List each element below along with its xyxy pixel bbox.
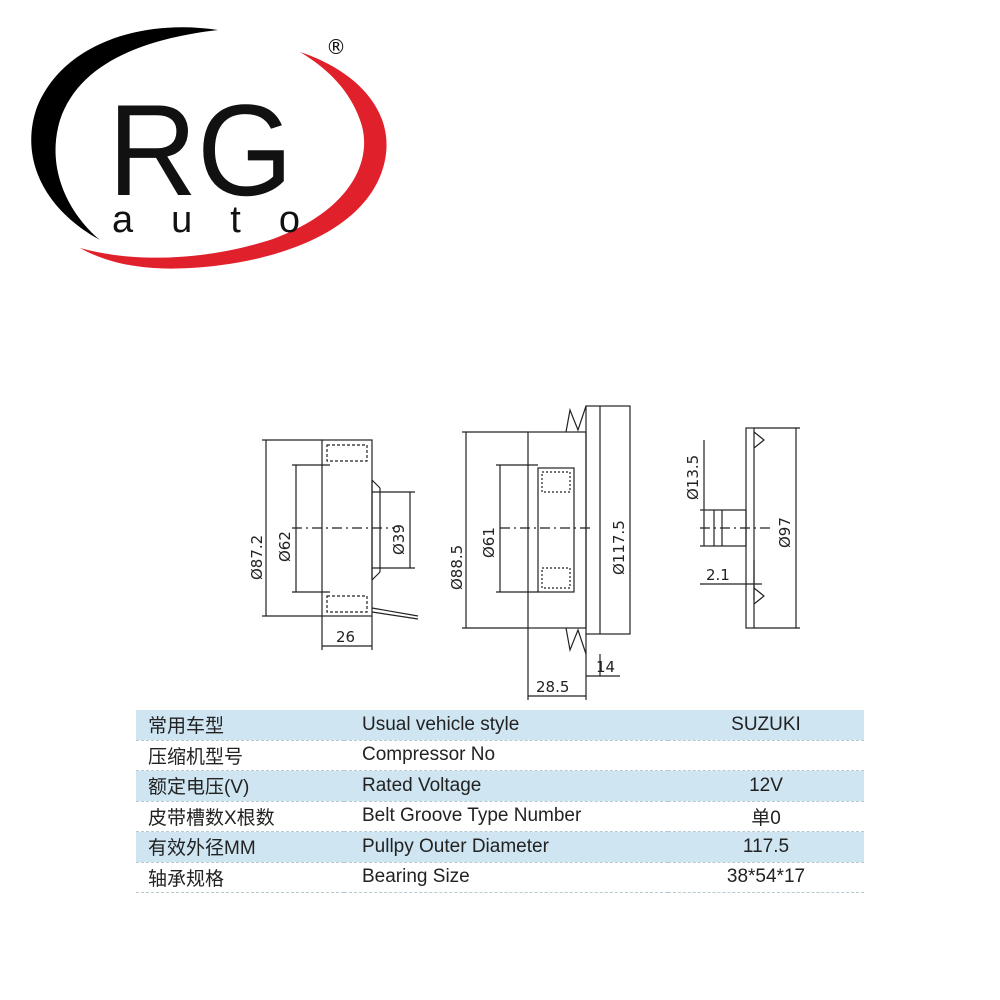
pulley-groove-bottom	[565, 627, 587, 655]
dim-pulley-width: 28.5	[536, 678, 569, 696]
row-label-en: Belt Groove Type Number	[344, 801, 668, 832]
rg-auto-logo: RG auto ®	[31, 27, 387, 269]
row-label-cn: 额定电压(V)	[136, 770, 344, 802]
pulley-hub	[527, 431, 587, 629]
row-label-en: Rated Voltage	[344, 770, 668, 802]
dim-pulley-mid-dia: Ø61	[480, 527, 498, 558]
table-row: 压缩机型号 Compressor No	[136, 740, 864, 771]
row-value: 38*54*17	[668, 862, 864, 893]
coil-winding-bottom	[326, 595, 368, 613]
row-label-cn: 皮带槽数X根数	[136, 801, 344, 832]
coil-wire	[371, 607, 419, 617]
dim-pulley-left-dia: Ø88.5	[448, 545, 466, 590]
table-row: 有效外径MM Pullpy Outer Diameter 117.5	[136, 831, 864, 863]
dim-coil-width: 26	[336, 628, 355, 646]
view-pulley: Ø88.5 Ø61 Ø117.5 14 28.5	[448, 405, 631, 700]
logo-black-swoosh	[31, 27, 219, 241]
registered-mark: ®	[326, 35, 346, 59]
dim-coil-outer-dia: Ø87.2	[248, 535, 266, 580]
table-row: 常用车型 Usual vehicle style SUZUKI	[136, 710, 864, 741]
coil-winding-top	[326, 444, 368, 462]
row-label-cn: 轴承规格	[136, 862, 344, 893]
row-label-en: Compressor No	[344, 740, 668, 771]
row-label-en: Bearing Size	[344, 862, 668, 893]
pulley-bearing	[537, 467, 575, 593]
dim-coil-mid-dia: Ø62	[276, 531, 294, 562]
plate-spring-bottom	[753, 587, 765, 605]
dim-pulley-outer-dia: Ø117.5	[610, 520, 628, 575]
pulley-rim	[585, 405, 631, 635]
row-value: 117.5	[668, 831, 864, 863]
spec-table: 常用车型 Usual vehicle style SUZUKI 压缩机型号 Co…	[136, 710, 864, 893]
row-value: 单0	[668, 801, 864, 832]
dim-coil-inner-dia: Ø39	[390, 524, 408, 555]
clutch-technical-drawing: Ø87.2 Ø62 Ø39 26 Ø88.5 Ø61 Ø117.5 14 28.…	[248, 405, 800, 700]
table-row: 额定电压(V) Rated Voltage 12V	[136, 770, 864, 802]
plate-spring-top	[753, 431, 765, 449]
bearing-balls-bottom	[541, 567, 571, 589]
view-armature-plate: Ø13.5 Ø97 2.1	[684, 427, 800, 629]
row-label-cn: 压缩机型号	[136, 740, 344, 771]
row-label-en: Pullpy Outer Diameter	[344, 831, 668, 863]
row-label-cn: 有效外径MM	[136, 831, 344, 863]
row-label-en: Usual vehicle style	[344, 710, 668, 741]
row-label-cn: 常用车型	[136, 710, 344, 741]
table-row: 皮带槽数X根数 Belt Groove Type Number 单0	[136, 801, 864, 832]
row-value	[668, 740, 864, 771]
dim-plate-dia: Ø97	[776, 517, 794, 548]
dim-pulley-step: 14	[596, 658, 615, 676]
table-row: 轴承规格 Bearing Size 38*54*17	[136, 862, 864, 893]
bearing-balls-top	[541, 471, 571, 493]
logo-rg-letters: RG	[108, 77, 293, 223]
view-coil: Ø87.2 Ø62 Ø39 26	[248, 439, 419, 650]
row-value: 12V	[668, 770, 864, 802]
pulley-groove-top	[565, 405, 587, 433]
row-value: SUZUKI	[668, 710, 864, 741]
dim-plate-thickness: 2.1	[706, 566, 730, 584]
dim-hub-dia: Ø13.5	[684, 455, 702, 500]
